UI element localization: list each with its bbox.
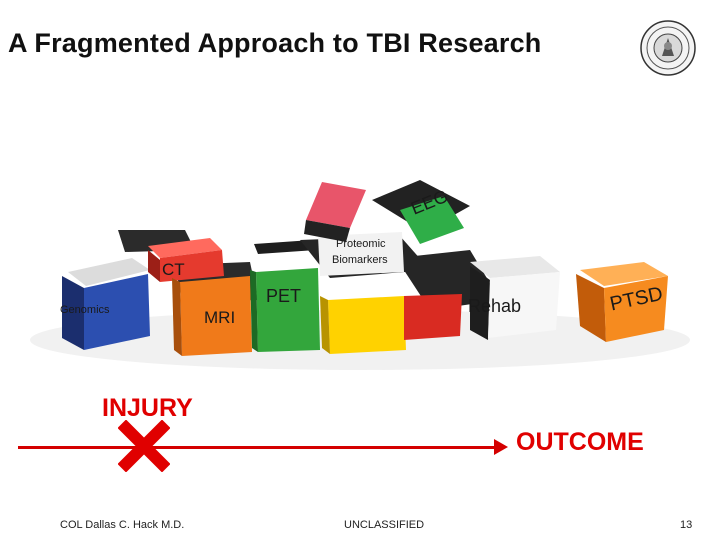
cube-yellow — [320, 296, 406, 354]
footer-author: COL Dallas C. Hack M.D. — [60, 519, 185, 531]
label-genomics: Genomics — [60, 304, 110, 316]
seal-icon — [640, 20, 696, 76]
footer-page-number: 13 — [680, 519, 693, 531]
slide-title: A Fragmented Approach to TBI Research — [8, 28, 542, 58]
label-mri: MRI — [204, 308, 236, 327]
timeline-arrowhead — [494, 439, 508, 455]
footer-classification: UNCLASSIFIED — [344, 519, 425, 531]
cube-rehab — [470, 256, 560, 340]
cube-proteomic — [318, 232, 404, 276]
cube-ct — [148, 238, 224, 282]
injury-label: INJURY — [102, 394, 193, 422]
cube-top-red — [304, 182, 366, 242]
cube-genomics — [62, 258, 150, 350]
label-biomarkers: Biomarkers — [332, 254, 388, 266]
cube-ptsd — [576, 262, 668, 342]
outcome-label: OUTCOME — [516, 428, 644, 456]
label-rehab: Rehab — [468, 296, 522, 316]
cube-bottom-red — [404, 294, 462, 340]
cube-mri — [172, 276, 252, 356]
cube-pet — [250, 240, 320, 352]
x-mark-icon — [118, 420, 170, 472]
timeline-arrow-line — [18, 446, 498, 449]
label-ct: CT — [162, 260, 185, 279]
cube-eeg — [372, 180, 470, 244]
label-proteomic: Proteomic — [336, 238, 386, 250]
label-pet: PET — [266, 286, 302, 306]
